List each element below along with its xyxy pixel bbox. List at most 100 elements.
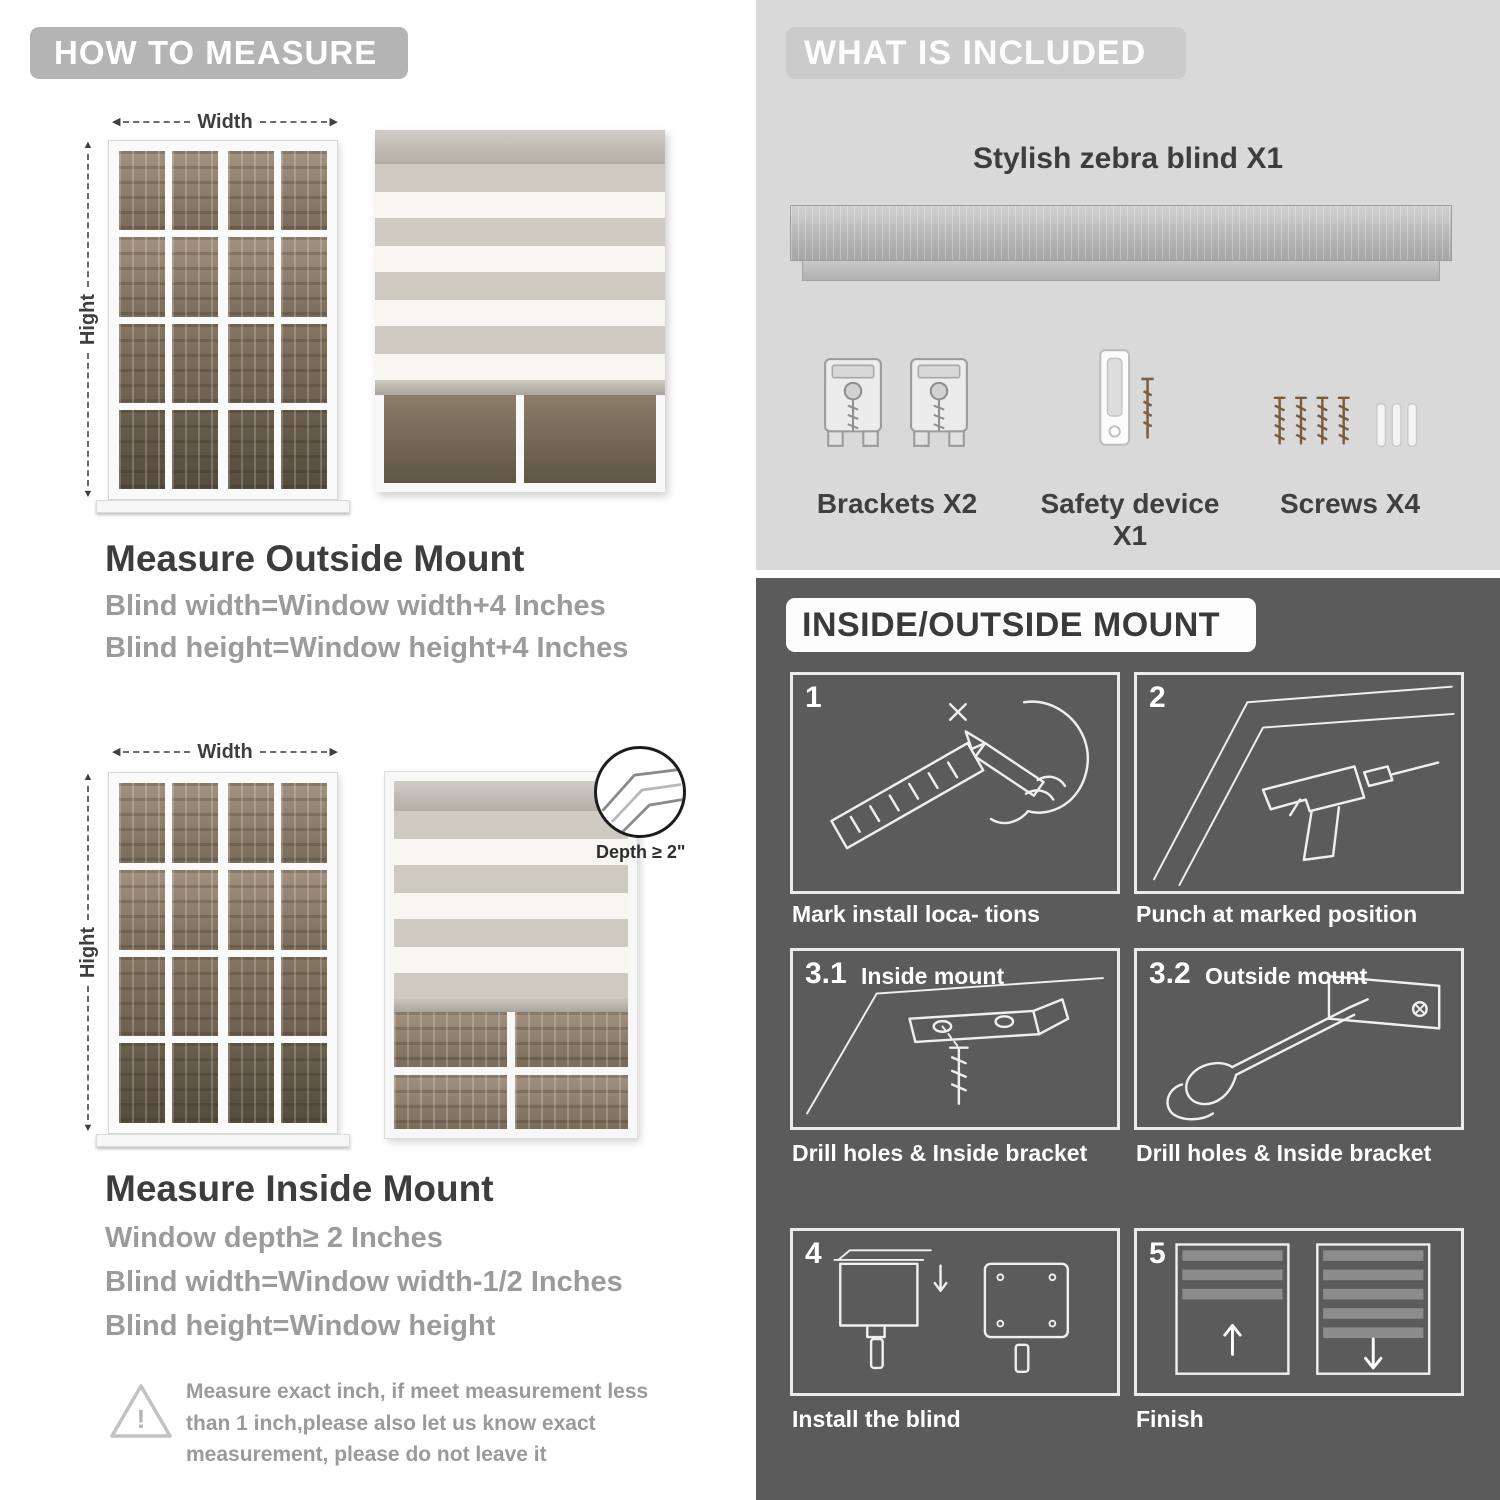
window-pane <box>228 869 274 950</box>
window-sash <box>119 783 218 1123</box>
bracket-icon <box>908 356 970 456</box>
outside-mount-line1: Blind width=Window width+4 Inches <box>105 590 606 622</box>
window-pane <box>172 869 218 950</box>
window-pane <box>119 1043 165 1123</box>
blind-bottom-rail <box>394 999 628 1012</box>
window-pane <box>228 1043 274 1123</box>
width-dimension-outside: ◀ Width ▶ <box>112 110 338 134</box>
bracket-icon <box>822 356 884 456</box>
window-sash <box>119 151 218 489</box>
step-number: 3.2 <box>1149 957 1191 990</box>
window-pane <box>119 869 165 950</box>
step-3-2-panel: 3.2 Outside mount <box>1134 948 1464 1130</box>
arrow-down-icon: ▼ <box>82 488 94 500</box>
what-is-included-panel <box>756 0 1500 570</box>
step-3-1-panel: 3.1 Inside mount <box>790 948 1120 1130</box>
headrail-lip <box>802 261 1440 281</box>
window-pane <box>515 1074 628 1129</box>
step-5-caption: Finish <box>1136 1406 1204 1432</box>
dashed-line <box>123 751 191 753</box>
window-illustration-inside <box>108 772 338 1134</box>
step-3-1-caption: Drill holes & Inside bracket <box>792 1140 1088 1166</box>
window-pane <box>228 237 274 317</box>
dashed-line <box>87 786 89 921</box>
window-pane <box>172 323 218 403</box>
step4-install-illustration <box>833 1249 1070 1373</box>
arrow-right-icon: ▶ <box>329 745 339 758</box>
inside-mount-line1: Window depth≥ 2 Inches <box>105 1222 443 1254</box>
window-pane <box>172 237 218 317</box>
brackets-label: Brackets X2 <box>816 488 978 519</box>
step5-finish-illustration <box>1175 1243 1431 1375</box>
step-2-panel: 2 <box>1134 672 1464 894</box>
step-sub-label: Inside mount <box>861 963 1005 989</box>
headrail-cassette <box>790 205 1452 261</box>
window-pane <box>515 1012 628 1067</box>
safety-device-icon <box>1090 348 1164 456</box>
frame-corner-drawing <box>601 768 683 835</box>
inside-mount-title: Measure Inside Mount <box>105 1168 494 1209</box>
warning-triangle-icon: ! <box>108 1380 174 1442</box>
window-pane <box>228 151 274 231</box>
outside-mount-title: Measure Outside Mount <box>105 538 525 579</box>
window-pane <box>281 1043 327 1123</box>
window-sash <box>228 783 327 1123</box>
step-number: 3.1 <box>805 957 847 990</box>
step3-1-inside-bracket-illustration <box>806 977 1104 1115</box>
exclamation-mark: ! <box>136 1404 146 1434</box>
window-illustration-outside <box>108 140 338 500</box>
arrow-left-icon: ◀ <box>112 115 121 128</box>
outside-mount-line2: Blind height=Window height+4 Inches <box>105 632 629 664</box>
window-pane <box>172 956 218 1037</box>
step1-mark-illustration <box>830 700 1089 850</box>
step-number: 4 <box>805 1237 822 1270</box>
dashed-line <box>87 985 89 1120</box>
arrow-up-icon: ▲ <box>82 771 94 783</box>
blind-product-label: Stylish zebra blind X1 <box>972 142 1284 175</box>
step-5-panel: 5 <box>1134 1228 1464 1396</box>
width-dimension-inside: ◀ Width ▶ <box>112 740 338 764</box>
window-pane <box>281 323 327 403</box>
window-pane <box>119 237 165 317</box>
window-pane <box>119 151 165 231</box>
window-pane <box>228 409 274 489</box>
window-pane <box>394 1012 507 1067</box>
zebra-blind-outside-illustration <box>375 130 665 492</box>
arrow-right-icon: ▶ <box>329 115 339 128</box>
depth-label: Depth ≥ 2" <box>596 842 686 862</box>
screws-icon <box>1268 390 1433 463</box>
window-pane <box>281 869 327 950</box>
screws-label: Screws X4 <box>1279 488 1421 519</box>
height-label: Hight <box>76 927 99 979</box>
step-number: 5 <box>1149 1237 1166 1270</box>
blind-stripes <box>394 811 628 999</box>
window-pane <box>119 323 165 403</box>
width-label: Width <box>197 110 253 133</box>
dashed-line <box>259 121 327 123</box>
step-number: 1 <box>805 681 822 714</box>
window-pane <box>228 783 274 863</box>
step-2-caption: Punch at marked position <box>1136 901 1418 927</box>
window-below-blind <box>394 1012 628 1129</box>
inside-mount-line2: Blind width=Window width-1/2 Inches <box>105 1266 623 1298</box>
blind-bottom-rail <box>375 382 665 395</box>
height-dimension-outside: ▲ Hight ▼ <box>76 140 100 500</box>
window-pane <box>281 409 327 489</box>
height-label: Hight <box>76 294 99 346</box>
safety-device-label: Safety device X1 <box>1040 488 1220 551</box>
window-pane <box>172 1043 218 1123</box>
window-pane <box>281 237 327 317</box>
what-is-included-header: WHAT IS INCLUDED <box>786 27 1186 79</box>
window-pane <box>281 783 327 863</box>
zebra-blind-headrail <box>790 205 1452 281</box>
step-number: 2 <box>1149 681 1166 714</box>
width-label: Width <box>197 740 253 763</box>
inside-outside-mount-header: INSIDE/OUTSIDE MOUNT <box>786 598 1256 652</box>
mount-instructions-panel <box>756 578 1500 1500</box>
arrow-left-icon: ◀ <box>112 745 121 758</box>
window-pane <box>394 1074 507 1129</box>
blind-cassette <box>375 130 665 164</box>
step-4-caption: Install the blind <box>792 1406 961 1432</box>
zebra-blind-inside-illustration <box>385 772 637 1138</box>
